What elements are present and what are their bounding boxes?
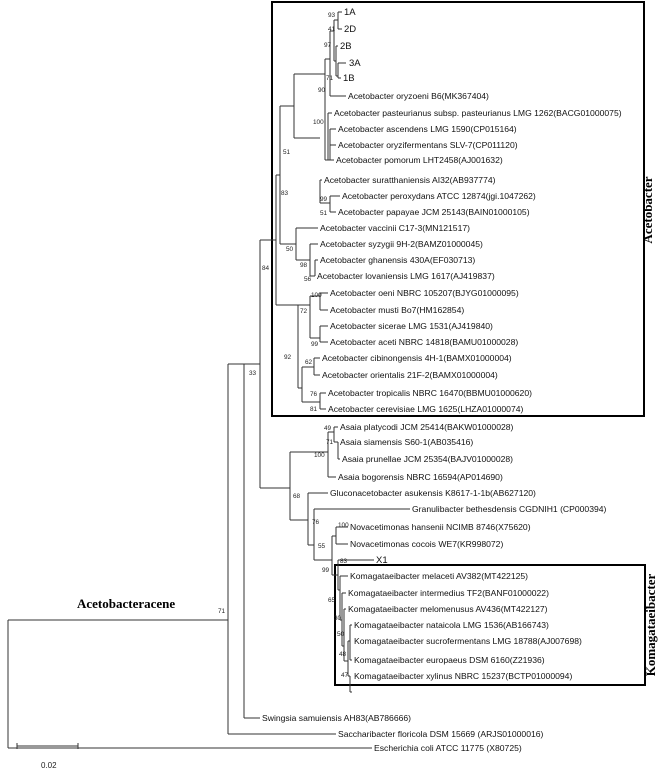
leaf-label: Novacetimonas hansenii NCIMB 8746(X75620…	[350, 522, 531, 532]
leaf-label: Acetobacter peroxydans ATCC 12874(jgi.10…	[342, 191, 536, 201]
leaf-label: Novacetimonas cocois WE7(KR998072)	[350, 539, 503, 549]
bootstrap-value: 100	[313, 119, 324, 126]
scale-bar-label: 0.02	[41, 761, 57, 770]
leaf-label: Acetobacter papayae JCM 25143(BAIN010001…	[338, 207, 530, 217]
bootstrap-value: 71	[218, 608, 226, 615]
leaf-label: Acetobacter suratthaniensis AI32(AB93777…	[324, 175, 496, 185]
bootstrap-value: 33	[249, 370, 257, 377]
bootstrap-value: 50	[286, 246, 294, 253]
leaf-label: Acetobacter vaccinii C17-3(MN121517)	[320, 223, 470, 233]
bootstrap-value: 48	[339, 651, 347, 658]
leaf-label: Swingsia samuiensis AH83(AB786666)	[262, 713, 411, 723]
bootstrap-value: 83	[281, 190, 289, 197]
leaf-label: Acetobacter oryzifermentans SLV-7(CP0111…	[338, 140, 518, 150]
leaf-label: Acetobacter tropicalis NBRC 16470(BBMU01…	[328, 388, 532, 398]
scale-bar: 0.02	[16, 743, 79, 770]
leaf-label: Acetobacter aceti NBRC 14818(BAMU0100002…	[330, 337, 518, 347]
bootstrap-value: 41	[328, 26, 336, 33]
bootstrap-value: 72	[300, 308, 308, 315]
komagataeibacter-clade-box	[334, 564, 646, 686]
bootstrap-value: 100	[314, 452, 325, 459]
leaf-label: Acetobacter ascendens LMG 1590(CP015164)	[338, 124, 517, 134]
bootstrap-value: 49	[324, 425, 332, 432]
bootstrap-value: 51	[320, 210, 328, 217]
leaf-label: Acetobacter cerevisiae LMG 1625(LHZA0100…	[328, 404, 524, 414]
bootstrap-value: 55	[318, 543, 326, 550]
leaf-label: Acetobacter sicerae LMG 1531(AJ419840)	[330, 321, 493, 331]
leaf-label: Komagataeibacter melaceti AV382(MT422125…	[350, 571, 528, 581]
leaf-label: Acetobacter oeni NBRC 105207(BJYG0100009…	[330, 288, 519, 298]
leaf-label: Acetobacter syzygii 9H-2(BAMZ01000045)	[320, 239, 483, 249]
acetobacter-clade-label: Acetobacter	[640, 176, 655, 243]
bootstrap-value: 71	[326, 439, 334, 446]
bootstrap-value: 100	[338, 522, 349, 529]
bootstrap-value: 65	[328, 597, 336, 604]
leaf-label: Saccharibacter floricola DSM 15669 (ARJS…	[338, 729, 544, 739]
leaf-label: Komagataeibacter nataicola LMG 1536(AB16…	[354, 620, 549, 630]
leaf-labels: 1A 2D 2B 3A 1B Acetobacter oryzoeni B6(M…	[262, 7, 622, 753]
leaf-label: 1A	[344, 7, 356, 18]
bootstrap-value: 50	[337, 631, 345, 638]
leaf-label: Asaia siamensis S60-1(AB035416)	[340, 437, 473, 447]
leaf-label: Acetobacter pomorum LHT2458(AJ001632)	[336, 155, 503, 165]
leaf-label: Komagataeibacter xylinus NBRC 15237(BCTP…	[354, 671, 572, 681]
bootstrap-value: 76	[310, 391, 318, 398]
leaf-label: 2D	[344, 24, 356, 35]
leaf-label: Asaia platycodi JCM 25414(BAKW01000028)	[340, 422, 514, 432]
bootstrap-value: 76	[312, 519, 320, 526]
leaf-label: Asaia prunellae JCM 25354(BAJV01000028)	[342, 454, 513, 464]
leaf-label: X1	[376, 555, 388, 566]
bootstrap-value: 98	[300, 262, 308, 269]
bootstrap-value: 30	[334, 615, 342, 622]
bootstrap-value: 47	[341, 672, 349, 679]
tree-branches	[7, 11, 410, 749]
bootstrap-value: 99	[320, 196, 328, 203]
bootstrap-value: 83	[340, 558, 348, 565]
leaf-label: Komagataeibacter sucrofermentans LMG 187…	[354, 636, 582, 646]
bootstrap-value: 62	[305, 359, 313, 366]
leaf-label: Escherichia coli ATCC 11775 (X80725)	[374, 743, 522, 753]
bootstrap-value: 51	[283, 149, 291, 156]
family-label: Acetobacteracene	[77, 596, 175, 611]
leaf-label: 3A	[349, 58, 361, 69]
bootstrap-value: 90	[318, 87, 326, 94]
leaf-label: Acetobacter lovaniensis LMG 1617(AJ41983…	[317, 271, 495, 281]
leaf-label: Komagataeibacter melomenusus AV436(MT422…	[348, 604, 548, 614]
bootstrap-value: 100	[311, 292, 322, 299]
leaf-label: Gluconacetobacter asukensis K8617-1-1b(A…	[330, 488, 536, 498]
bootstrap-value: 93	[328, 12, 336, 19]
acetobacter-clade-box	[271, 1, 645, 417]
leaf-label: Komagataeibacter europaeus DSM 6160(Z219…	[354, 655, 545, 665]
bootstrap-value: 68	[293, 493, 301, 500]
leaf-label: Komagataeibacter intermedius TF2(BANF010…	[348, 588, 549, 598]
bootstrap-value: 71	[326, 75, 334, 82]
bootstrap-value: 99	[322, 567, 330, 574]
bootstrap-value: 92	[284, 354, 292, 361]
leaf-label: 2B	[340, 41, 352, 52]
leaf-label: Granulibacter bethesdensis CGDNIH1 (CP00…	[412, 504, 607, 514]
leaf-label: Acetobacter ghanensis 430A(EF030713)	[320, 255, 475, 265]
bootstrap-values: 93 41 97 71 90 100 51 99 51 83 50 98 56 …	[218, 12, 349, 679]
bootstrap-value: 97	[324, 42, 332, 49]
bootstrap-value: 99	[311, 341, 319, 348]
bootstrap-value: 81	[310, 406, 318, 413]
leaf-label: 1B	[343, 73, 355, 84]
bootstrap-value: 56	[304, 276, 312, 283]
komagataeibacter-clade-label: Komagataeibacter	[643, 574, 658, 677]
leaf-label: Acetobacter musti Bo7(HM162854)	[330, 305, 464, 315]
leaf-label: Acetobacter oryzoeni B6(MK367404)	[348, 91, 489, 101]
leaf-label: Acetobacter cibinongensis 4H-1(BAMX01000…	[322, 353, 512, 363]
leaf-label: Acetobacter pasteurianus subsp. pasteuri…	[334, 108, 622, 118]
leaf-label: Asaia bogorensis NBRC 16594(AP014690)	[338, 472, 503, 482]
leaf-label: Acetobacter orientalis 21F-2(BAMX0100000…	[322, 370, 498, 380]
bootstrap-value: 84	[262, 265, 270, 272]
